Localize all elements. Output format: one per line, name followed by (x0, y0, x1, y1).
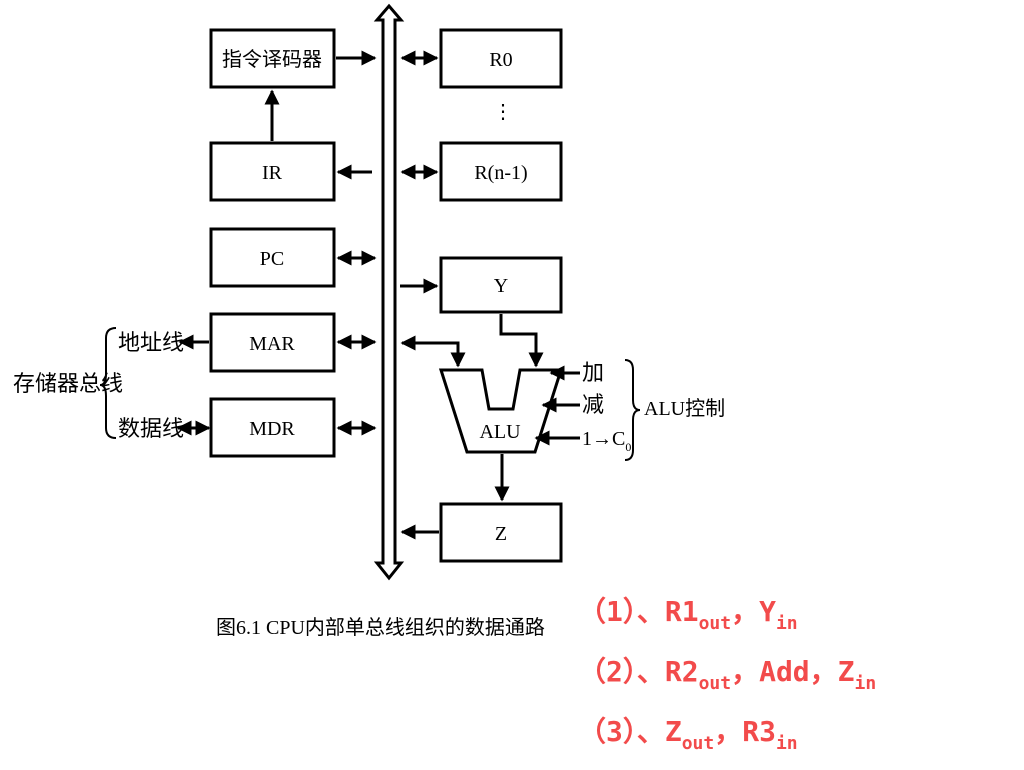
data-line-label: 数据线 (118, 416, 184, 441)
mar-box (209, 312, 336, 373)
alu-label: ALU (479, 421, 521, 443)
alu-control-label: ALU控制 (644, 397, 725, 420)
decoder-box (209, 28, 336, 89)
ir-label: IR (262, 162, 283, 184)
pc-label: PC (260, 248, 284, 270)
z-label: Z (495, 523, 507, 545)
step-1: （1）、R1out，Yin (578, 595, 798, 634)
register-ellipsis: ⋮ (493, 101, 513, 123)
y-to-alu-arrow (499, 314, 544, 368)
alu-shape (438, 368, 564, 454)
memory-bus-brace (99, 327, 117, 439)
pc-box (209, 227, 336, 288)
alu-control-brace (624, 359, 641, 461)
mdr-box (209, 397, 336, 458)
r0-box (439, 28, 563, 89)
internal-bus (373, 3, 405, 581)
step-3: （3）、Zout，R3in (578, 715, 798, 754)
y-box (439, 256, 563, 314)
bus-to-alu-arrow (400, 335, 466, 368)
add-control-label: 加 (582, 360, 604, 385)
ir-box (209, 141, 336, 202)
mar-label: MAR (249, 333, 295, 355)
figure-caption: 图6.1 CPU内部单总线组织的数据通路 (216, 616, 545, 639)
rn1-box (439, 141, 563, 202)
y-label: Y (494, 275, 508, 297)
memory-bus-label: 存储器总线 (13, 371, 123, 396)
micro-op-steps: （1）、R1out，Yin （2）、R2out，Add，Zin （3）、Zout… (578, 590, 876, 770)
mdr-label: MDR (249, 418, 295, 440)
address-line-label: 地址线 (118, 330, 184, 355)
step-2: （2）、R2out，Add，Zin (578, 655, 877, 694)
carry-control-label: 1→C0 (582, 428, 631, 454)
z-box (439, 502, 563, 563)
decoder-label: 指令译码器 (222, 48, 322, 71)
sub-control-label: 减 (582, 392, 604, 417)
rn1-label: R(n-1) (474, 162, 527, 184)
r0-label: R0 (489, 49, 512, 71)
